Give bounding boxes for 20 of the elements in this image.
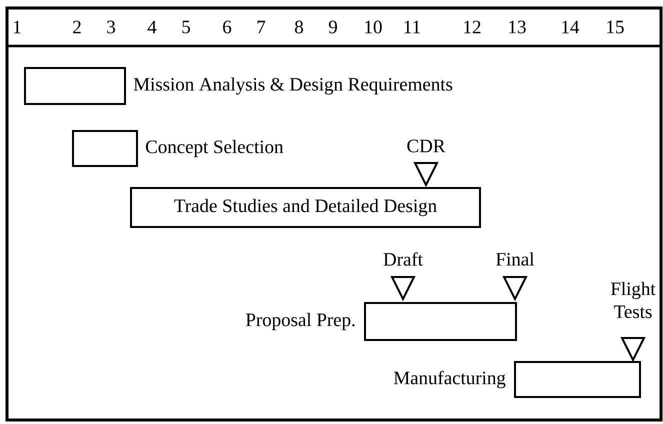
month-number: 15 [607,20,624,34]
month-number: 9 [328,20,337,34]
month-number: 1 [14,20,21,34]
month-number: 14 [562,20,580,34]
month-number: 6 [223,20,232,34]
month-number: 4 [148,20,156,34]
month-number: 10 [365,20,382,34]
month-number: 3 [107,20,115,34]
month-number: 5 [182,20,190,34]
month-number: 7 [258,20,266,34]
month-number: 8 [295,20,303,34]
task-label: Manufacturing [394,370,506,388]
task-label: Proposal Prep. [246,312,355,330]
month-number: 13 [509,20,526,34]
month-number: 11 [404,20,420,34]
task-bar: Trade Studies and Detailed Design [130,187,481,228]
task-label: Mission Analysis & Design Requirements [134,77,452,95]
task-label: Concept Selection [146,140,284,158]
month-number: 2 [73,20,81,34]
month-number: 12 [464,20,480,34]
